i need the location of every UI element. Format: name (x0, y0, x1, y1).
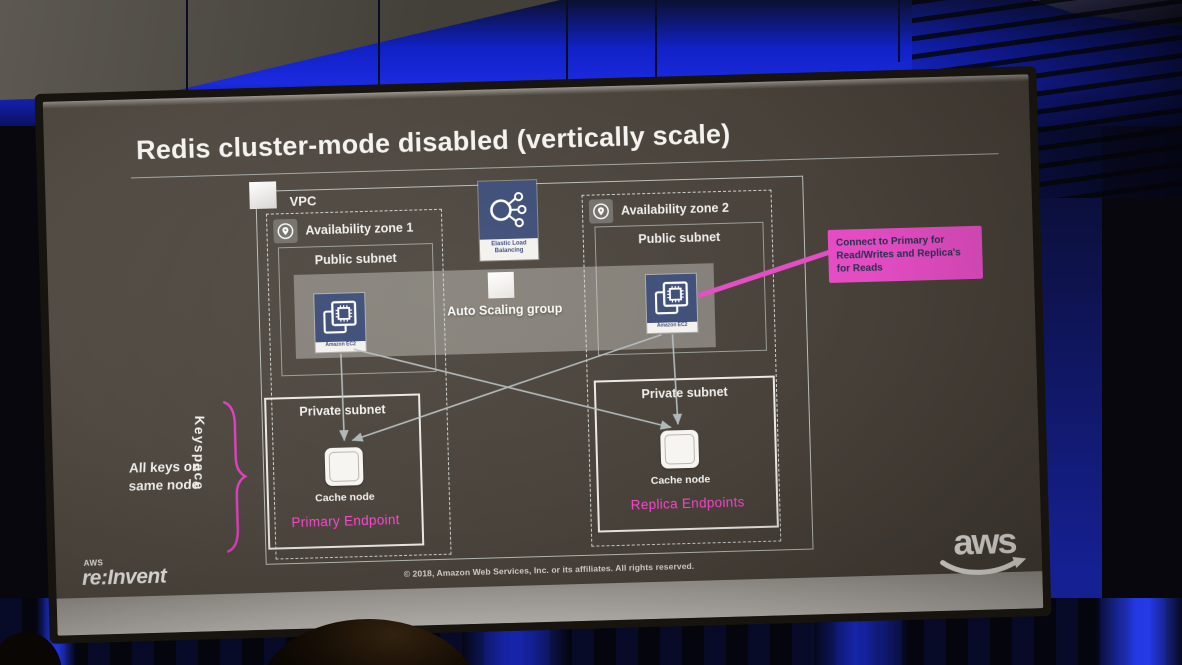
availability-zone-2-label: Availability zone 2 (620, 200, 730, 218)
public-subnet-2-label: Public subnet (638, 230, 721, 247)
slide-title: Redis cluster-mode disabled (vertically … (135, 118, 731, 166)
keyspace-label: Keyspace (191, 415, 208, 491)
keyspace-brace (222, 400, 248, 554)
ec2-instance-icon: Amazon EC2 (645, 273, 698, 334)
reinvent-logo: AWS re:Invent (82, 557, 167, 590)
auto-scaling-group-icon (487, 271, 515, 299)
copyright-text: © 2018, Amazon Web Services, Inc. or its… (403, 560, 695, 579)
location-pin-icon (588, 198, 614, 224)
ec2-caption: Amazon EC2 (656, 321, 688, 329)
rigging-cable (566, 0, 568, 114)
public-subnet-1-label: Public subnet (314, 251, 397, 268)
private-subnet-1-label: Private subnet (299, 402, 386, 419)
elb-caption-line2: Balancing (494, 247, 524, 255)
location-pin-icon (273, 218, 298, 244)
slide: Redis cluster-mode disabled (vertically … (42, 74, 1044, 636)
elastic-load-balancing-icon: Elastic Load Balancing (478, 180, 539, 261)
aws-logo: aws (929, 519, 1041, 588)
rigging-cable (655, 0, 657, 118)
projection-screen: Redis cluster-mode disabled (vertically … (34, 66, 1052, 644)
keyspace-note: All keys on same node (128, 458, 201, 494)
vpc-icon (249, 181, 277, 210)
reinvent-prefix: re: (81, 566, 108, 590)
private-subnet-2-label: Private subnet (641, 384, 728, 402)
availability-zone-1-label: Availability zone 1 (305, 220, 414, 238)
ec2-caption: Amazon EC2 (325, 341, 356, 349)
aws-wordmark: aws (952, 519, 1016, 563)
cache-node-icon (324, 447, 364, 487)
cache-node-icon (660, 429, 700, 469)
rigging-cable (898, 0, 900, 62)
blue-light-stripe (1095, 598, 1182, 665)
vpc-label: VPC (289, 193, 317, 210)
callout-line3: for Reads (836, 262, 883, 275)
aws-smile-icon (940, 557, 1027, 576)
reinvent-name: Invent (107, 564, 167, 590)
rigging-cable (378, 0, 380, 118)
ec2-instance-icon: Amazon EC2 (314, 292, 366, 353)
rigging-cable (186, 0, 188, 96)
callout-box: Connect to Primary for Read/Writes and R… (827, 225, 984, 283)
